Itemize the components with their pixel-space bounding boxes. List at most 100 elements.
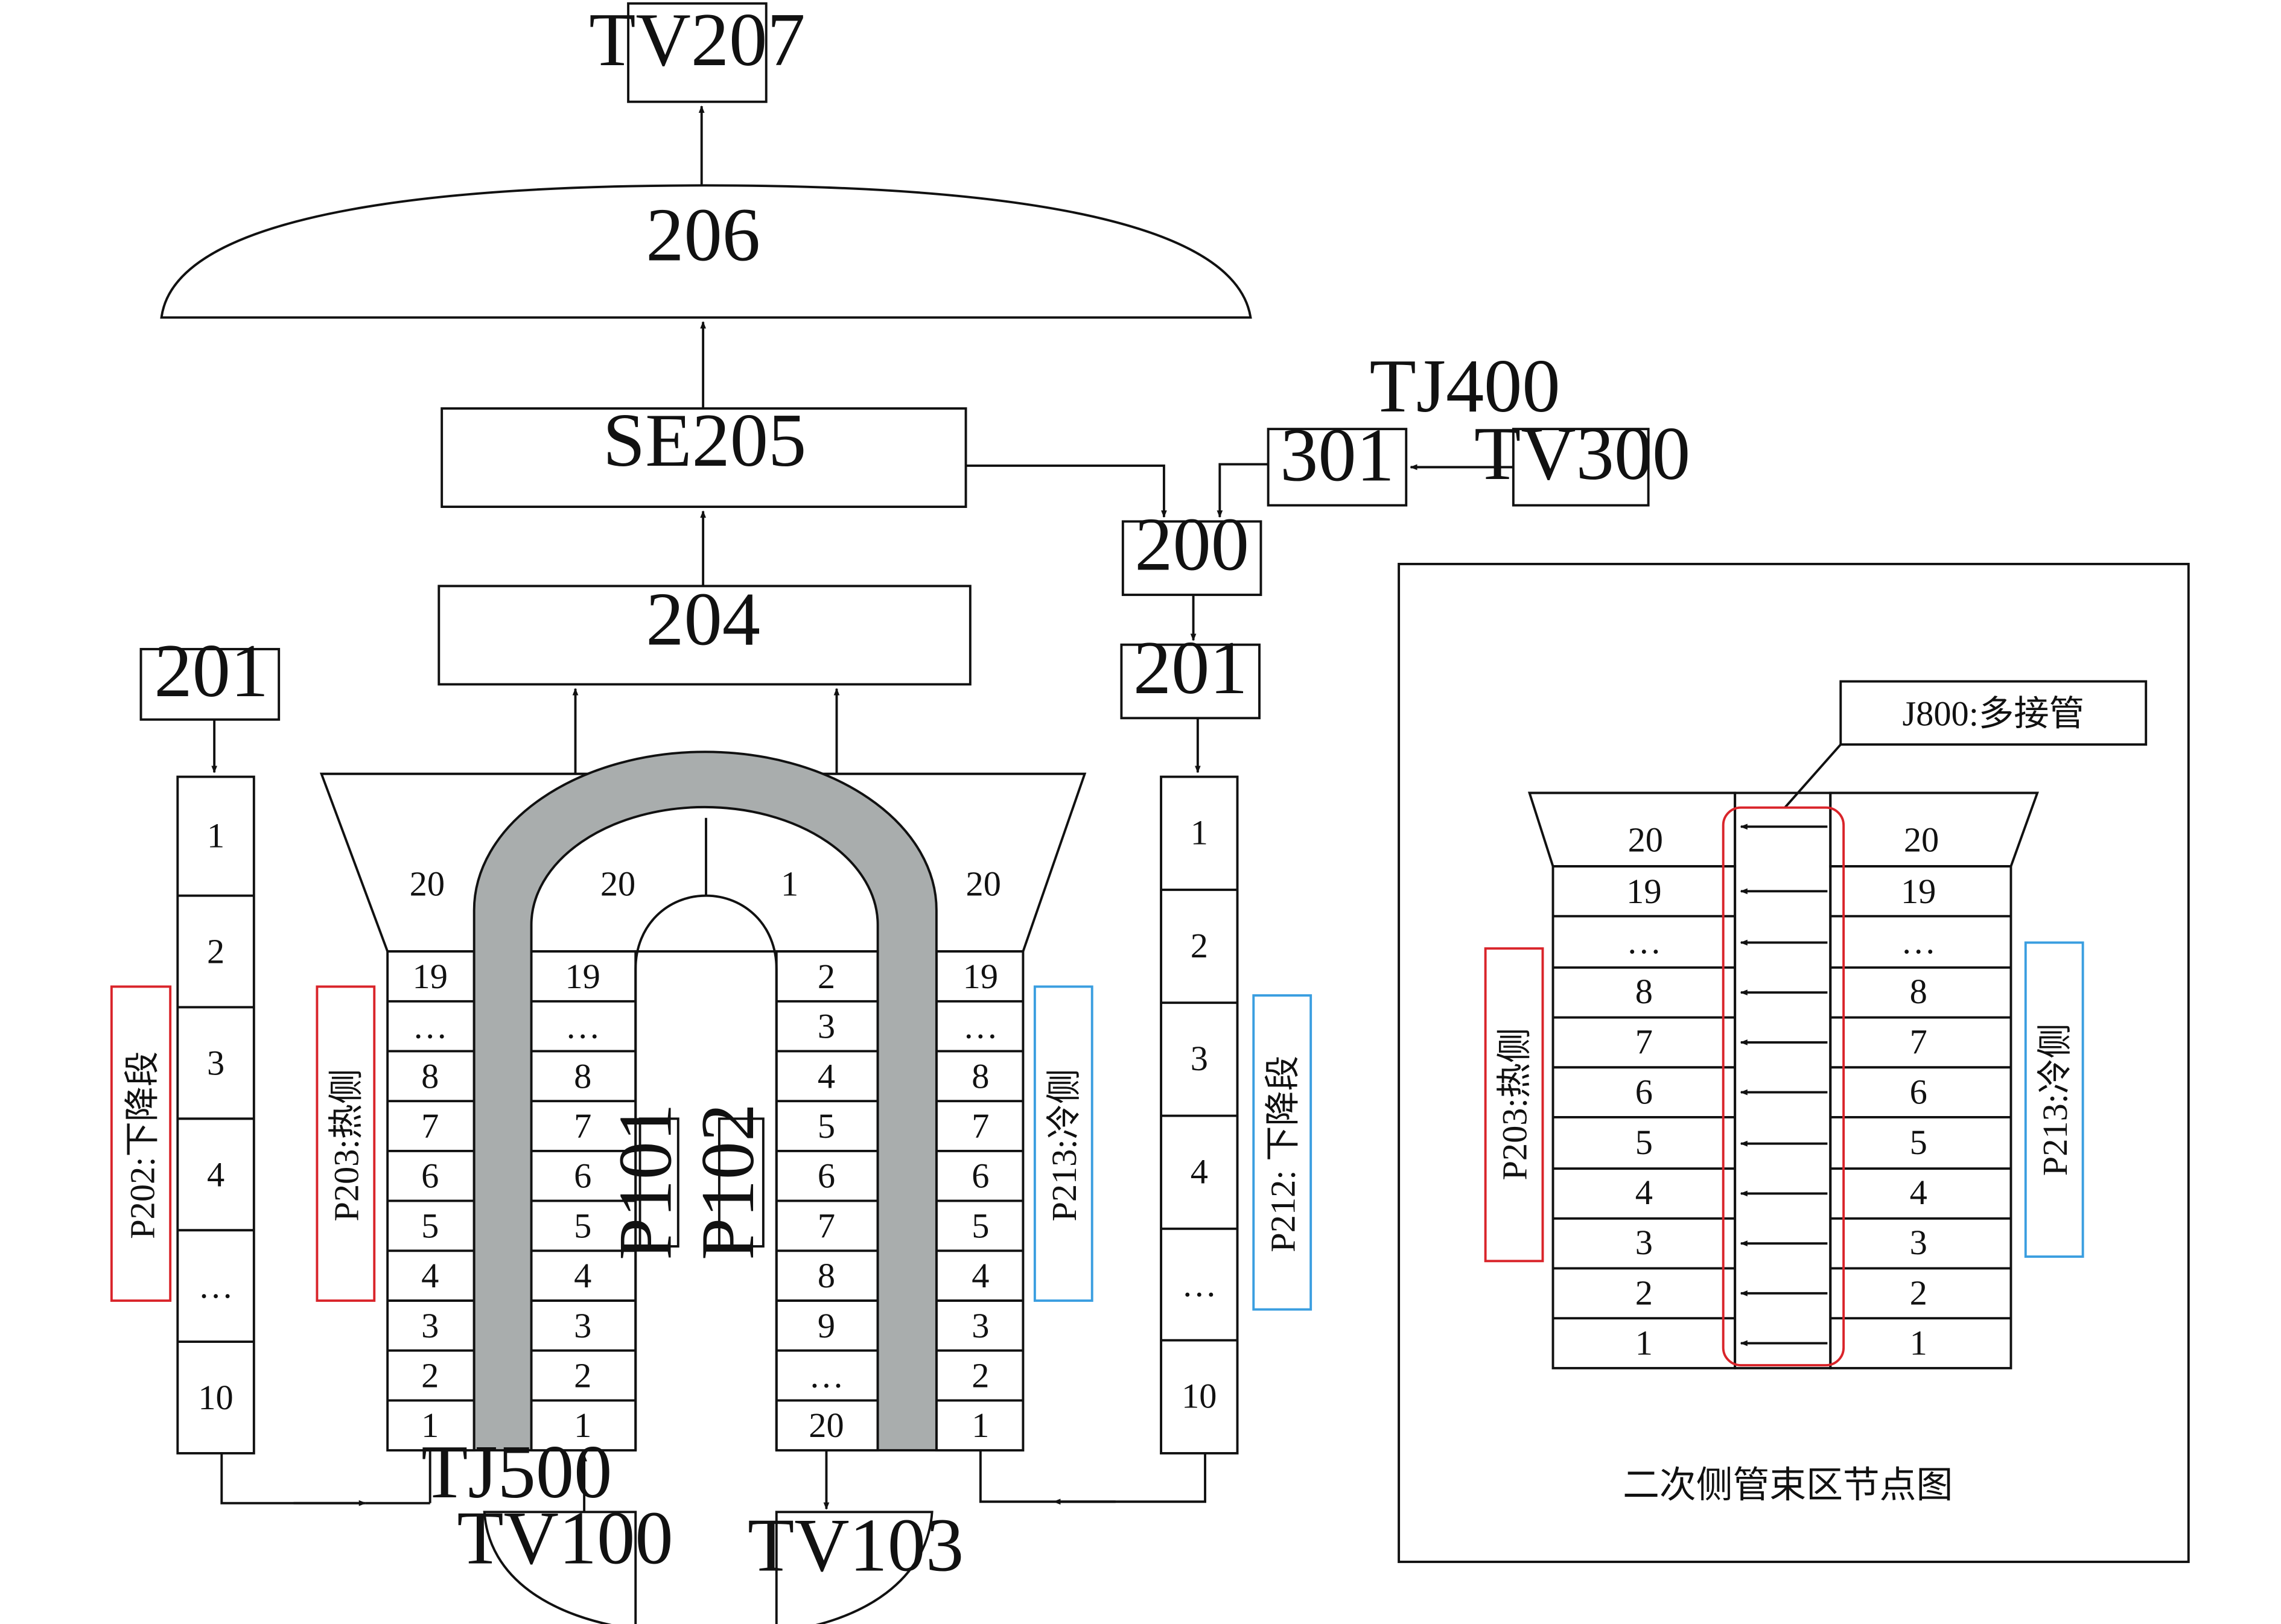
p203-frame — [316, 985, 376, 1302]
hot-outer-cell-2: 8 — [421, 1056, 439, 1096]
inset-j800-label: J800:多接管 — [1902, 694, 2084, 733]
p212-label: P212: 下降段 — [1263, 1056, 1302, 1252]
plenum-inner-right: 1 — [781, 864, 798, 904]
tv103-shape — [775, 1511, 934, 1624]
hot-inner-cell-2: 8 — [574, 1056, 591, 1096]
cold-inner-cell-4: 6 — [818, 1156, 835, 1196]
box-201-left — [139, 648, 281, 721]
u-tube — [472, 750, 938, 1452]
box-201-right-label: 201 — [1133, 626, 1248, 710]
cold-outer-cell-8: 2 — [972, 1356, 989, 1395]
cold-outer-cell-0: 19 — [963, 957, 998, 996]
downcomer-left-cell-2: 3 — [207, 1043, 224, 1082]
cold-inner-cell-1: 3 — [818, 1007, 835, 1046]
j800-box — [1839, 680, 2148, 746]
downcomer-right-cell-1: 2 — [1191, 926, 1208, 965]
p102-label: P102 — [686, 1103, 770, 1260]
p213-frame — [1033, 985, 1093, 1302]
hot-inner-cell-6: 4 — [574, 1256, 591, 1295]
dome-206 — [160, 184, 1252, 319]
inset-left-cell-1: … — [1626, 922, 1661, 961]
downcomer-right-cell-4: … — [1182, 1265, 1217, 1304]
j800-leader — [1784, 743, 1842, 808]
hot-outer-cell-6: 4 — [421, 1256, 439, 1295]
plenum-outer-left: 20 — [410, 864, 445, 904]
inset-right-cell-0: 19 — [1901, 872, 1936, 911]
inset-caption: 二次侧管束区节点图 — [1623, 1465, 1953, 1506]
inset-left-cell-0: 19 — [1626, 872, 1661, 911]
inset-left-cell-2: 8 — [1635, 972, 1653, 1011]
hot-inner-cell-5: 5 — [574, 1206, 591, 1245]
plenum-outer-right: 20 — [966, 864, 1001, 904]
tv207-box — [627, 2, 768, 103]
cold-outer-cell-5: 5 — [972, 1206, 989, 1245]
hot-outer-cell-5: 5 — [421, 1206, 439, 1245]
flow-downcomer-right-to-cold — [1057, 1453, 1206, 1503]
inset-left-cell-3: 7 — [1635, 1022, 1653, 1061]
cold-outer-cell-3: 7 — [972, 1106, 989, 1146]
inset-left-cell-6: 4 — [1635, 1173, 1653, 1212]
hot-outer-cell-1: … — [413, 1007, 448, 1046]
box-301-label: 301 — [1280, 413, 1395, 497]
tj500-label: TJ500 — [421, 1430, 612, 1514]
inset-j800-frame — [1722, 806, 1845, 1366]
p101-box — [638, 1117, 679, 1248]
downcomer-left-dividers — [177, 894, 254, 1343]
downcomer-left-cell-1: 2 — [207, 932, 224, 971]
cold-inner-cell-8: … — [809, 1356, 844, 1395]
cold-outer-cell-6: 4 — [972, 1256, 989, 1295]
hot-outer-cell-4: 6 — [421, 1156, 439, 1196]
cold-inner-cell-5: 7 — [818, 1206, 835, 1245]
cold-inner-cell-0: 2 — [818, 957, 835, 996]
arrow-301-to-200 — [1217, 463, 1268, 518]
inset-left-cell-8: 2 — [1635, 1273, 1653, 1312]
hot-outer-cell-9: 1 — [421, 1406, 439, 1445]
cold-inner-cell-7: 9 — [818, 1306, 835, 1345]
cold-outer-cell-2: 8 — [972, 1056, 989, 1096]
hot-outer-cell-0: 19 — [413, 957, 448, 996]
box-200 — [1121, 520, 1262, 596]
box-201-left-label: 201 — [154, 629, 269, 713]
cold-outer-cell-7: 3 — [972, 1306, 989, 1345]
tv300-label: TV300 — [1474, 411, 1690, 496]
cold-dividers — [776, 1000, 1023, 1402]
downcomer-left-cell-5: 10 — [198, 1378, 233, 1417]
p202-label: P202:下降段 — [122, 1051, 162, 1239]
box-200-label: 200 — [1134, 503, 1249, 587]
box-201-right — [1120, 643, 1261, 720]
inset-crossflow-arrows — [1740, 823, 1828, 1346]
cold-outer-cell-1: … — [963, 1007, 998, 1046]
inset-top-left: 20 — [1628, 820, 1663, 860]
inset-right-cell-7: 3 — [1910, 1223, 1927, 1262]
inset-right-cell-9: 1 — [1910, 1324, 1927, 1363]
p213-label: P213:冷侧 — [1045, 1069, 1084, 1222]
inner-arch — [634, 894, 778, 1451]
tv100-label: TV100 — [457, 1496, 673, 1580]
arrow-se205-to-200 — [966, 465, 1167, 518]
tv207-label: TV207 — [589, 0, 805, 82]
se205-label: SE205 — [603, 398, 806, 483]
inset-dividers — [1553, 915, 2011, 1320]
flow-right-end — [979, 1450, 1054, 1503]
p202-frame — [110, 985, 172, 1302]
tv103-label: TV103 — [748, 1503, 964, 1588]
p203-label: P203:热侧 — [327, 1069, 366, 1222]
hot-dividers — [387, 1000, 636, 1402]
box-204 — [437, 585, 972, 686]
inset-frame — [1398, 562, 2190, 1563]
inset-top-right: 20 — [1904, 820, 1939, 860]
hot-inner-cell-1: … — [565, 1007, 600, 1046]
box-301 — [1267, 428, 1408, 507]
hot-inner-cell-3: 7 — [574, 1106, 591, 1146]
inset-p213-label: P213:冷侧 — [2035, 1023, 2075, 1176]
inset-p203-frame — [1484, 947, 1544, 1263]
flow-downcomer-left-to-hot — [220, 1453, 364, 1505]
inset-left-cell-4: 6 — [1635, 1073, 1653, 1112]
hot-inner-cell-8: 2 — [574, 1356, 591, 1395]
inset-right-cell-6: 4 — [1910, 1173, 1927, 1212]
